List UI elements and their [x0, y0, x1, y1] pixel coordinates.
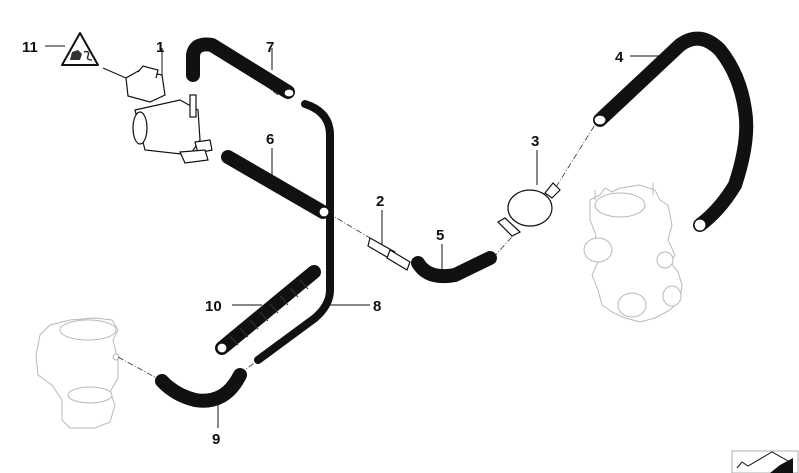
callout-6[interactable]: 6	[266, 131, 274, 148]
callout-8[interactable]: 8	[373, 298, 381, 315]
throttle-body-ghost	[583, 183, 683, 323]
assembly-line	[555, 119, 599, 188]
actuator-ghost	[35, 317, 120, 429]
assembly-line	[117, 356, 163, 382]
callout-7[interactable]: 7	[266, 39, 274, 56]
assembly-line	[327, 212, 371, 239]
callout-9[interactable]: 9	[212, 431, 220, 448]
callout-3[interactable]: 3	[531, 133, 539, 150]
callout-1[interactable]: 1	[156, 39, 164, 56]
callout-4[interactable]: 4	[615, 49, 624, 66]
callout-5[interactable]: 5	[436, 227, 444, 244]
callout-2[interactable]: 2	[376, 193, 384, 210]
warning-label-icon	[61, 32, 99, 66]
next-page-icon[interactable]	[731, 450, 799, 473]
callout-11[interactable]: 11	[22, 39, 38, 56]
connector	[367, 237, 411, 271]
solenoid-valve	[125, 65, 213, 164]
filter	[497, 182, 561, 237]
corrugated-hose	[215, 265, 321, 355]
callout-10[interactable]: 10	[205, 298, 222, 315]
